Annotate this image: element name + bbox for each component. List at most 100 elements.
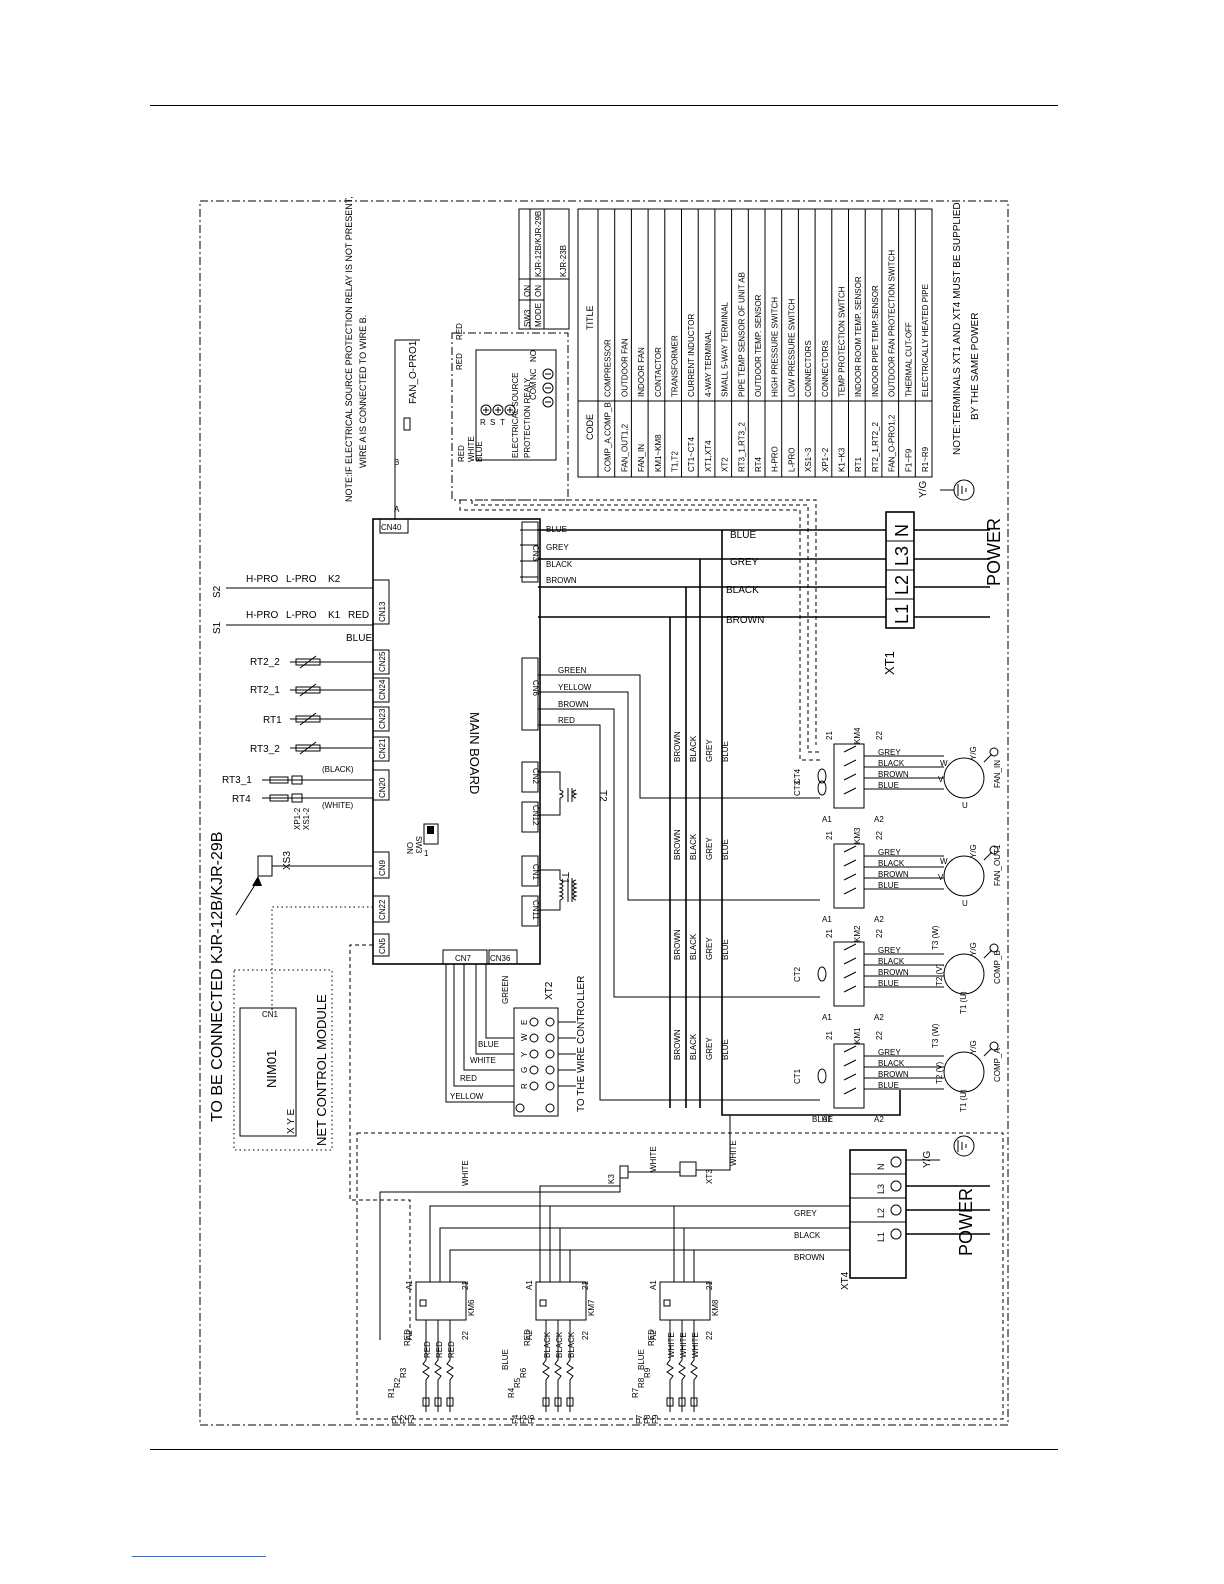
- svg-text:WHITE: WHITE: [729, 1140, 738, 1166]
- svg-text:KJR-23B: KJR-23B: [559, 245, 568, 277]
- table-title-cell: CONNECTORS: [821, 340, 830, 397]
- svg-text:XS1-2: XS1-2: [302, 807, 311, 830]
- svg-text:CN6: CN6: [531, 680, 540, 697]
- svg-text:A: A: [394, 505, 400, 514]
- wire-controller-label: TO THE WIRE CONTROLLER: [576, 976, 587, 1112]
- table-code-cell: RT4: [754, 456, 763, 472]
- heater-f-label: F7: [635, 1414, 644, 1424]
- coil-wire-blue: BLUE: [637, 1349, 646, 1370]
- svg-text:WHITE: WHITE: [461, 1160, 470, 1186]
- km7-contactor: [535, 1281, 587, 1321]
- contact-21: 21: [461, 1281, 470, 1290]
- svg-text:ON: ON: [523, 285, 532, 297]
- svg-text:YELLOW: YELLOW: [558, 683, 592, 692]
- heater-r-label: R2: [393, 1377, 402, 1388]
- fan_in-motor: [943, 757, 985, 799]
- svg-text:KJR-12B/KJR-29B: KJR-12B/KJR-29B: [534, 211, 543, 277]
- table-code-cell: XT2: [721, 457, 730, 472]
- sw3-mode-table: SW3 ON MODE ON KJR-12B/KJR-29B KJR-23B: [518, 208, 570, 330]
- table-title-cell: INDOOR PIPE TEMP.SENSOR: [871, 285, 880, 397]
- table-title-cell: ELECTRICALLY HEATED PIPE: [921, 284, 930, 397]
- km3-contactor: [833, 843, 865, 909]
- svg-text:GREY: GREY: [730, 557, 759, 568]
- comp_b-motor: [943, 953, 985, 995]
- nim01-module: [239, 1007, 297, 1137]
- heater-f-label: F5: [519, 1414, 528, 1424]
- cn24-label: CN24: [378, 679, 387, 700]
- a2-label: A2: [874, 1013, 884, 1022]
- a2-label: A2: [874, 815, 884, 824]
- xt2-term-W: W: [520, 1033, 529, 1041]
- wire-label-brown: BROWN: [673, 829, 682, 860]
- heater-f-label: F3: [407, 1414, 416, 1424]
- km1-contactor: [833, 1043, 865, 1109]
- svg-text:XS3: XS3: [282, 851, 293, 870]
- table-code-cell: K1~K3: [838, 447, 847, 472]
- contact-21: 21: [825, 831, 834, 840]
- svg-text:BLACK: BLACK: [546, 560, 573, 569]
- power-label-bottom: POWER: [956, 1188, 976, 1256]
- xt1-term-n: N: [892, 524, 912, 537]
- svg-text:S2: S2: [212, 585, 223, 598]
- table-title-cell: TEMP PROTECTION SWITCH: [838, 286, 847, 397]
- a1-label: A1: [405, 1280, 414, 1290]
- svg-text:MODE: MODE: [534, 303, 543, 327]
- heater-section-border: [356, 1132, 1004, 1420]
- svg-text:Y/G: Y/G: [969, 942, 978, 956]
- heater-wire-red: RED: [447, 1341, 456, 1358]
- table-code-cell: RT1: [854, 456, 863, 472]
- main-board-label: MAIN BOARD: [467, 712, 482, 794]
- cn1-connector: [521, 855, 539, 887]
- top-rule: [150, 105, 1058, 106]
- svg-text:CN40: CN40: [381, 523, 402, 532]
- a2-label: A2: [405, 1330, 414, 1340]
- wire-label-brown: BROWN: [673, 929, 682, 960]
- contact-22: 22: [875, 929, 884, 938]
- xt4-label: XT4: [840, 1271, 851, 1290]
- svg-text:GREEN: GREEN: [501, 975, 510, 1004]
- svg-text:NC: NC: [529, 368, 538, 380]
- svg-text:BROWN: BROWN: [726, 615, 764, 626]
- heater-wire-white: WHITE: [691, 1332, 700, 1358]
- out-wire-black: BLACK: [878, 859, 905, 868]
- power-lines-xt1: [520, 529, 990, 1116]
- km2-contactor: [833, 941, 865, 1007]
- ct3-label: CT3: [793, 780, 802, 796]
- svg-text:CN3: CN3: [531, 545, 540, 562]
- table-title-cell: PIPE TEMP SENSOR OF UNIT AB: [737, 272, 746, 397]
- svg-text:K2: K2: [328, 574, 341, 585]
- svg-text:BLACK: BLACK: [726, 585, 759, 596]
- table-code-cell: XP1~2: [821, 447, 830, 472]
- cn11-connector: [521, 895, 539, 927]
- a2-label: A2: [874, 915, 884, 924]
- svg-text:WHITE: WHITE: [470, 1056, 496, 1065]
- out-wire-brown: BROWN: [878, 1070, 909, 1079]
- contact-21: 21: [825, 731, 834, 740]
- svg-text:WHITE: WHITE: [467, 436, 476, 462]
- svg-text:PROTECTION REALY: PROTECTION REALY: [523, 377, 532, 458]
- pressure-switch-circuit: [226, 587, 373, 626]
- a2-label: A2: [874, 1115, 884, 1124]
- transformer-t2: [538, 771, 578, 816]
- svg-text:R: R: [480, 418, 486, 427]
- out-wire-black: BLACK: [878, 957, 905, 966]
- heater-f-label: F6: [527, 1414, 536, 1424]
- svg-text:GREY: GREY: [546, 543, 569, 552]
- bottom-rule: [150, 1449, 1058, 1450]
- heater-f-label: F4: [511, 1414, 520, 1424]
- protection-relay-box: [451, 332, 569, 501]
- svg-text:RED: RED: [455, 353, 464, 370]
- svg-text:ON: ON: [405, 842, 414, 854]
- xt4-term-n: N: [876, 1164, 886, 1171]
- contact-22: 22: [875, 831, 884, 840]
- svg-text:U: U: [962, 899, 968, 908]
- svg-text:BROWN: BROWN: [558, 700, 589, 709]
- svg-text:K3: K3: [607, 1174, 616, 1184]
- cn3-connector: [521, 521, 539, 583]
- svg-text:CN11: CN11: [531, 900, 540, 920]
- xt4-term-l2: L2: [876, 1208, 886, 1218]
- cn36-connector: [488, 949, 518, 965]
- table-code-cell: COMP_A,COMP_B: [604, 402, 613, 472]
